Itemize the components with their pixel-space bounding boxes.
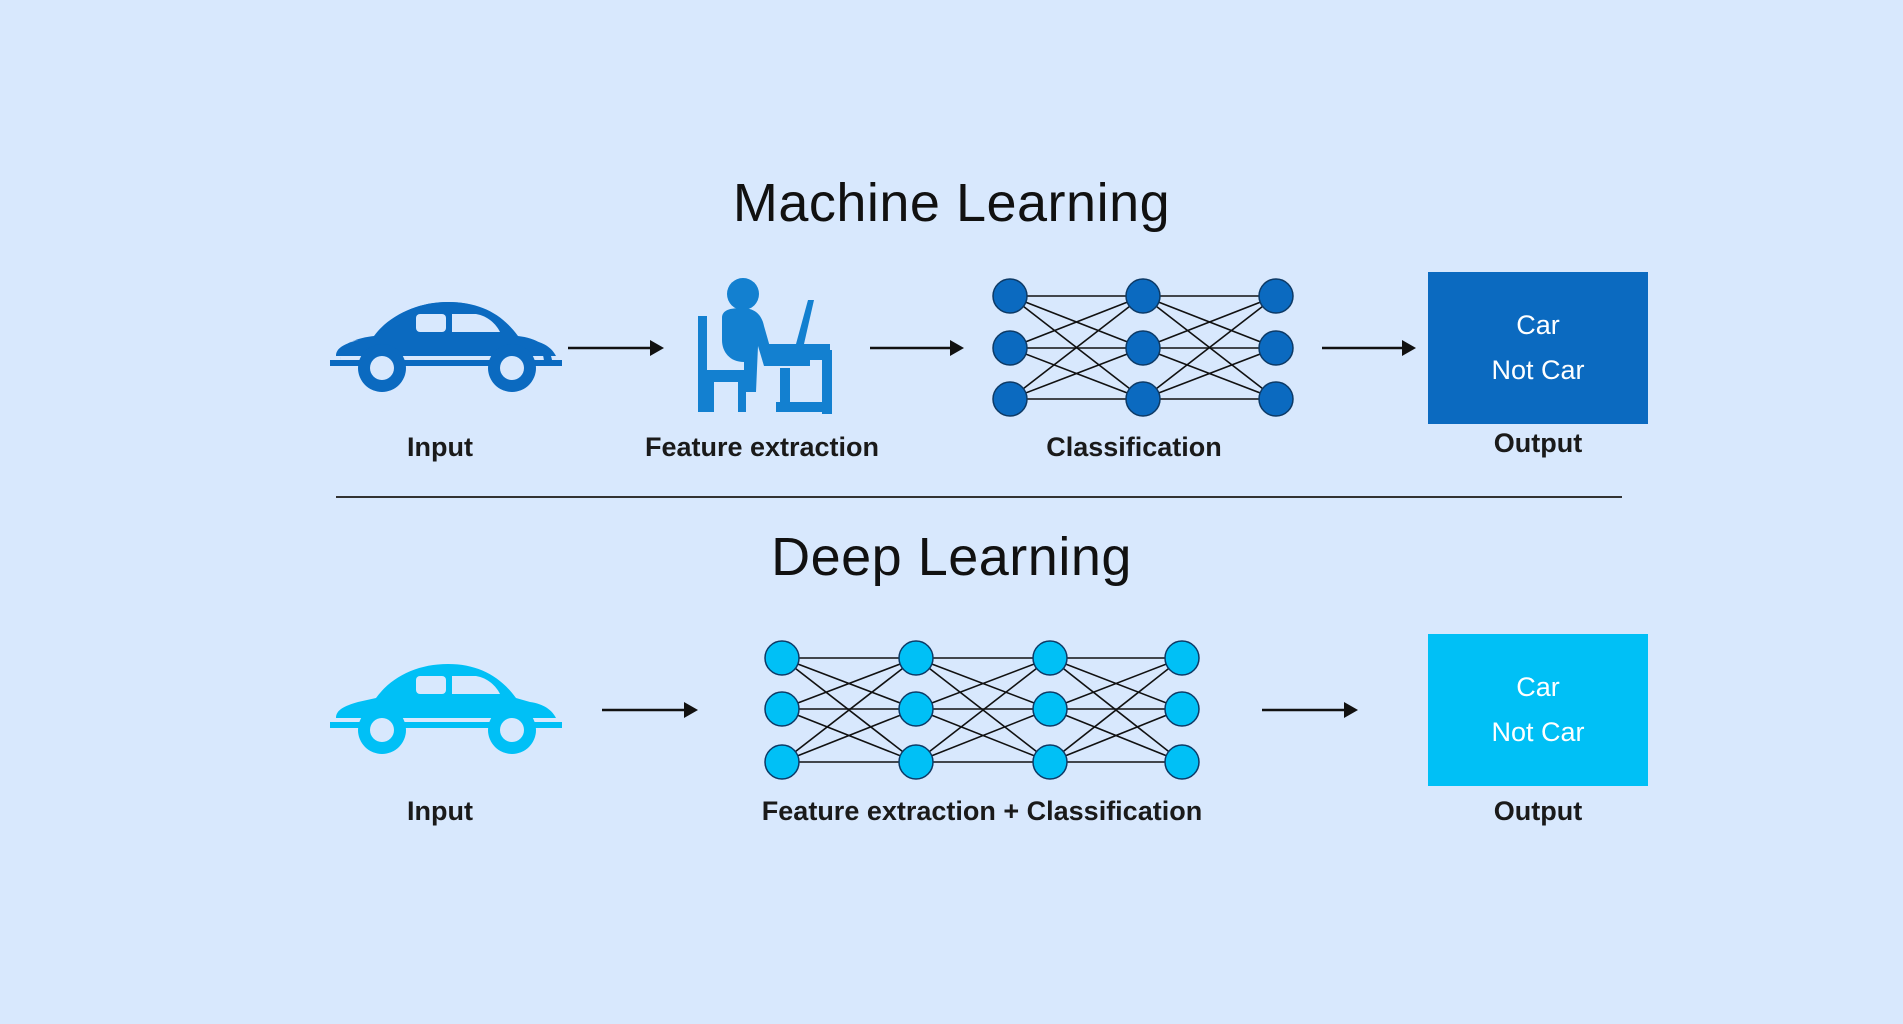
- ml-network-node-1-2: [1125, 381, 1161, 417]
- dl-network-node-3-1: [1164, 691, 1200, 727]
- ml-network-node-0-0: [992, 278, 1028, 314]
- ml-input-label: Input: [407, 432, 473, 462]
- dl-network-node-0-1: [764, 691, 800, 727]
- dl-network-node-3-0: [1164, 640, 1200, 676]
- dl-network-edge: [781, 708, 917, 763]
- dl-network-node-0-0: [764, 640, 800, 676]
- ml-feature-label: Feature extraction: [644, 432, 880, 462]
- ml-output-label: Output: [1493, 428, 1583, 458]
- ml-network-node-1-1: [1125, 330, 1161, 366]
- dl-output-line-car: Car: [1516, 672, 1560, 702]
- dl-title: Deep Learning: [771, 527, 1132, 587]
- ml-output-line-not-car: Not Car: [1491, 355, 1585, 385]
- dl-network-node-0-2: [764, 744, 800, 780]
- ml-network: [992, 278, 1294, 417]
- dl-network-edge: [915, 657, 1051, 763]
- ml-output-line-car: Car: [1516, 310, 1560, 340]
- ml-network-edge: [1009, 347, 1144, 400]
- dl-network-edge: [1049, 708, 1183, 763]
- ml-network-edge: [1142, 295, 1277, 349]
- dl-network: [764, 640, 1200, 780]
- person-at-computer-icon: [698, 278, 832, 414]
- dl-arrow-1: [602, 702, 698, 718]
- ml-network-node-2-1: [1258, 330, 1294, 366]
- dl-network-node-3-2: [1164, 744, 1200, 780]
- dl-network-node-1-1: [898, 691, 934, 727]
- dl-network-node-2-2: [1032, 744, 1068, 780]
- dl-output-box: Car Not Car: [1428, 634, 1648, 786]
- dl-output-label: Output: [1493, 796, 1583, 826]
- ml-output-box: Car Not Car: [1428, 272, 1648, 424]
- dl-network-edge: [781, 657, 917, 763]
- ml-network-edge: [1142, 295, 1277, 400]
- ml-network-edge: [1009, 295, 1144, 349]
- dl-car-icon: [330, 664, 562, 754]
- ml-network-edge: [1009, 295, 1144, 400]
- section-divider: [336, 496, 1622, 498]
- dl-input-label: Input: [407, 796, 473, 826]
- ml-network-node-2-0: [1258, 278, 1294, 314]
- ml-classification-label: Classification: [1046, 432, 1222, 462]
- dl-network-node-2-0: [1032, 640, 1068, 676]
- ml-network-edge: [1142, 347, 1277, 400]
- dl-network-node-1-2: [898, 744, 934, 780]
- dl-network-edge: [1049, 657, 1183, 710]
- ml-arrow-1: [568, 340, 664, 356]
- dl-network-edge: [1049, 657, 1183, 763]
- dl-network-edge: [781, 657, 917, 710]
- dl-arrow-2: [1262, 702, 1358, 718]
- dl-network-node-2-1: [1032, 691, 1068, 727]
- ml-arrow-2: [870, 340, 964, 356]
- ml-network-node-1-0: [1125, 278, 1161, 314]
- ml-title: Machine Learning: [732, 173, 1171, 233]
- dl-network-edge: [915, 657, 1051, 710]
- dl-network-label: Feature extraction + Classification: [761, 796, 1203, 826]
- dl-network-edge: [915, 708, 1051, 763]
- ml-network-node-0-2: [992, 381, 1028, 417]
- dl-network-node-1-0: [898, 640, 934, 676]
- ml-network-node-0-1: [992, 330, 1028, 366]
- ml-arrow-3: [1322, 340, 1416, 356]
- ml-car-icon: [330, 302, 562, 392]
- dl-output-line-not-car: Not Car: [1491, 717, 1585, 747]
- ml-network-node-2-2: [1258, 381, 1294, 417]
